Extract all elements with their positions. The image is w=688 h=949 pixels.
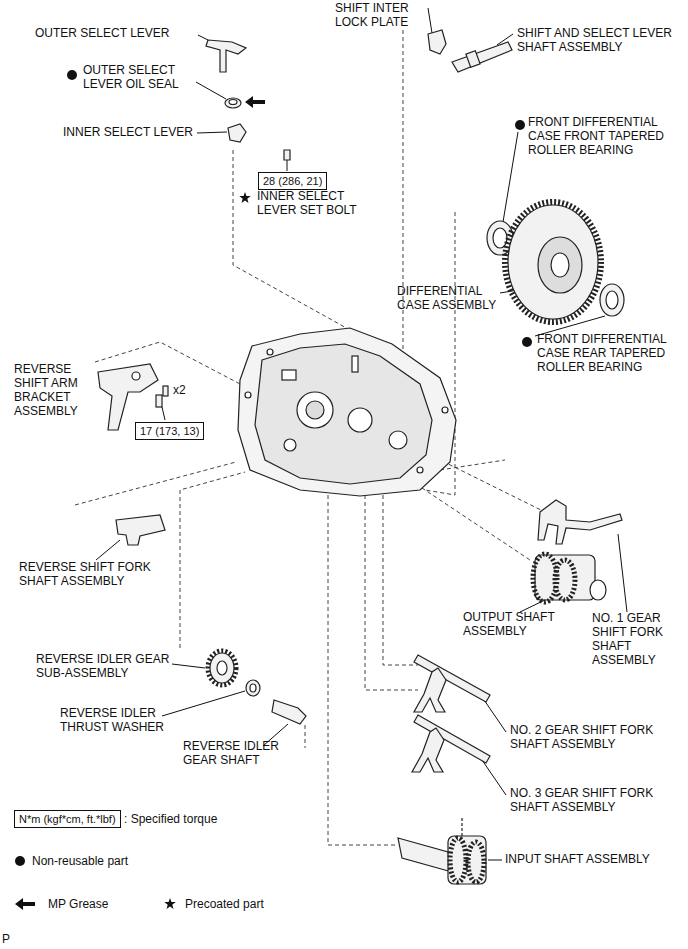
torque-box: 17 (173, 13) bbox=[135, 422, 204, 440]
parts bbox=[98, 30, 624, 884]
torque-box: N*m (kgf*cm, ft.*lbf) bbox=[14, 810, 121, 828]
part-label: INNER SELECT LEVER SET BOLT bbox=[257, 189, 369, 217]
part-label: FRONT DIFFERENTIAL CASE FRONT TAPERED RO… bbox=[528, 115, 673, 157]
part-label: NO. 2 GEAR SHIFT FORK SHAFT ASSEMBLY bbox=[510, 723, 660, 751]
part-label: REVERSE SHIFT ARM BRACKET ASSEMBLY bbox=[14, 362, 86, 418]
part-label: P bbox=[2, 932, 10, 946]
part-label: SHIFT AND SELECT LEVER SHAFT ASSEMBLY bbox=[517, 26, 682, 54]
torque-value: 28 (286, 21) bbox=[263, 175, 322, 187]
part-label: REVERSE SHIFT FORK SHAFT ASSEMBLY bbox=[19, 560, 164, 588]
symbols bbox=[15, 70, 532, 910]
part-label: INNER SELECT LEVER bbox=[63, 125, 193, 139]
part-label: OUTPUT SHAFT ASSEMBLY bbox=[463, 610, 563, 638]
torque-box: 28 (286, 21) bbox=[258, 172, 327, 190]
part-label: NO. 1 GEAR SHIFT FORK SHAFT ASSEMBLY bbox=[592, 611, 672, 667]
part-label: OUTER SELECT LEVER bbox=[35, 26, 169, 40]
part-label: SHIFT INTER LOCK PLATE bbox=[335, 1, 425, 29]
transaxle-case bbox=[238, 328, 456, 496]
legend-text: MP Grease bbox=[48, 897, 108, 911]
part-label: NO. 3 GEAR SHIFT FORK SHAFT ASSEMBLY bbox=[510, 786, 660, 814]
part-label: OUTER SELECT LEVER OIL SEAL bbox=[83, 63, 193, 91]
torque-value: N*m (kgf*cm, ft.*lbf) bbox=[19, 813, 116, 825]
legend-text: Non-reusable part bbox=[32, 854, 128, 868]
legend-text: : Specified torque bbox=[124, 812, 217, 826]
part-label: INPUT SHAFT ASSEMBLY bbox=[505, 852, 650, 866]
legend-text: Precoated part bbox=[185, 897, 264, 911]
part-label: DIFFERENTIAL CASE ASSEMBLY bbox=[397, 284, 505, 312]
part-label: FRONT DIFFERENTIAL CASE REAR TAPERED ROL… bbox=[537, 332, 679, 374]
part-label: REVERSE IDLER GEAR SHAFT bbox=[183, 739, 291, 767]
part-label: REVERSE IDLER GEAR SUB-ASSEMBLY bbox=[36, 652, 181, 680]
part-label: REVERSE IDLER THRUST WASHER bbox=[60, 706, 175, 734]
part-label: x2 bbox=[173, 383, 186, 397]
torque-value: 17 (173, 13) bbox=[140, 425, 199, 437]
